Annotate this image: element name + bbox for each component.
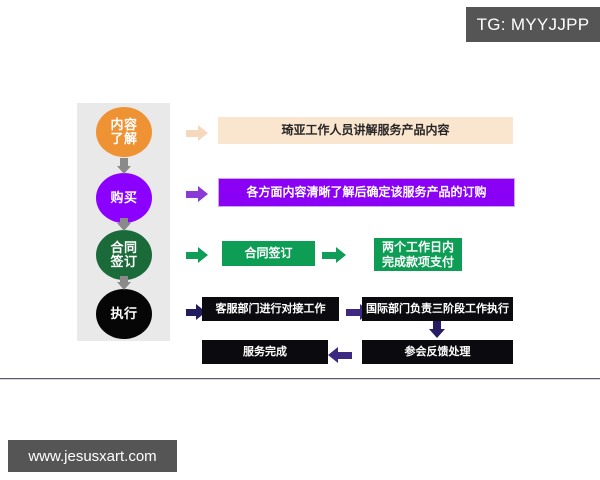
box-connector-right-icon — [322, 247, 346, 263]
arrow-shaft — [322, 251, 336, 259]
arrow-shaft — [186, 190, 198, 198]
arrow-shaft — [186, 129, 198, 137]
step-box-service-introduction[interactable]: 琦亚工作人员讲解服务产品内容 — [218, 117, 513, 144]
step-box-payment[interactable]: 两个工作日内完成款项支付 — [374, 238, 462, 271]
page-divider — [0, 378, 600, 380]
arrow-shaft — [120, 218, 128, 223]
arrow-shaft — [186, 308, 196, 316]
arrow-head — [117, 282, 131, 290]
step-box-service-complete[interactable]: 服务完成 — [202, 340, 328, 364]
arrow-head — [198, 186, 208, 202]
arrow-head — [328, 347, 338, 363]
stage-connector-down-icon — [117, 276, 131, 290]
step-box-feedback-handling[interactable]: 参会反馈处理 — [362, 340, 513, 364]
row-connector-right-icon — [186, 247, 208, 263]
arrow-head — [429, 329, 445, 338]
row-connector-right-icon — [186, 186, 208, 202]
arrow-head — [336, 247, 346, 263]
step-box-contract-signing[interactable]: 合同签订 — [222, 241, 315, 266]
stage-node-contract-signing[interactable]: 合同签订 — [96, 230, 152, 280]
site-watermark: www.jesusxart.com — [8, 440, 177, 472]
box-connector-down-icon — [429, 320, 445, 338]
step-box-international-dept-execution[interactable]: 国际部门负责三阶段工作执行 — [362, 297, 513, 321]
row-connector-right-icon — [186, 304, 206, 320]
arrow-head — [198, 247, 208, 263]
step-box-purchase-confirmation[interactable]: 各方面内容清晰了解后确定该服务产品的订购 — [218, 178, 515, 207]
arrow-shaft — [120, 276, 128, 282]
arrow-shaft — [120, 158, 128, 166]
stage-connector-down-icon — [117, 218, 131, 231]
arrow-shaft — [186, 251, 198, 259]
arrow-head — [196, 304, 206, 320]
arrow-shaft — [433, 320, 441, 329]
arrow-shaft — [338, 351, 352, 359]
stage-node-content-understanding[interactable]: 内容了解 — [96, 107, 152, 157]
arrow-head — [198, 125, 208, 141]
tg-badge: TG: MYYJJPP — [466, 7, 600, 42]
row-connector-right-icon — [186, 125, 208, 141]
arrow-head — [117, 223, 131, 231]
stage-node-execution[interactable]: 执行 — [96, 289, 152, 339]
stage-connector-down-icon — [117, 158, 131, 174]
box-connector-left-icon — [328, 347, 352, 363]
arrow-head — [117, 166, 131, 174]
stage-node-purchase[interactable]: 购买 — [96, 173, 152, 223]
step-box-customer-service-liaison[interactable]: 客服部门进行对接工作 — [202, 297, 339, 321]
arrow-shaft — [346, 308, 360, 316]
